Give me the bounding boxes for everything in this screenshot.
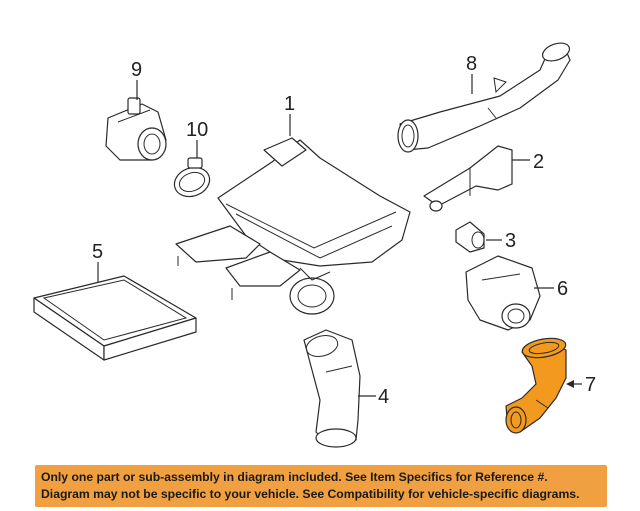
callout-7: 7	[585, 374, 596, 396]
disclaimer-line-2: Diagram may not be specific to your vehi…	[41, 487, 580, 501]
callout-3: 3	[505, 230, 516, 252]
callout-6: 6	[557, 278, 568, 300]
callout-2: 2	[533, 151, 544, 173]
callout-1: 1	[284, 93, 295, 115]
part-6-resonator	[465, 255, 541, 331]
part-5-air-filter	[33, 275, 197, 361]
parts-diagram: 9 10 1 8 2 3 6 5 4 7	[33, 42, 596, 448]
part-2-bracket	[423, 145, 513, 212]
part-10-clamp	[173, 157, 211, 198]
callout-8: 8	[466, 53, 477, 75]
callout-4: 4	[378, 386, 389, 408]
part-3-grommet	[455, 221, 485, 253]
callout-10: 10	[186, 119, 208, 141]
part-9-air-flow-sensor	[105, 97, 167, 161]
arrow-7	[566, 380, 574, 388]
part-7-air-duct-highlighted	[505, 337, 567, 434]
part-8-intake-duct	[397, 42, 571, 153]
disclaimer-line-1: Only one part or sub-assembly in diagram…	[41, 470, 548, 484]
callout-9: 9	[131, 59, 142, 81]
part-4-intake-hose	[303, 329, 361, 448]
disclaimer-banner: Only one part or sub-assembly in diagram…	[35, 465, 607, 507]
part-1-air-cleaner-assembly	[175, 137, 411, 315]
callout-5: 5	[92, 241, 103, 263]
